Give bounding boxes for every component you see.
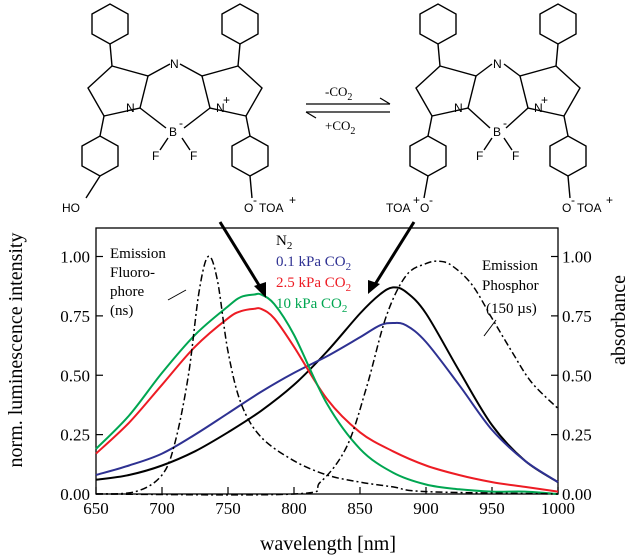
mol-left-phenyl-bottom-left (81, 135, 119, 177)
legend-item-co2-2-5: 2.5 kPa CO2 (276, 275, 351, 294)
annotation-phosphor-leader (483, 319, 497, 337)
y-tick-label: 0.75 (60, 307, 90, 326)
x-tick-label: 850 (347, 499, 373, 518)
series-lines (95, 255, 559, 496)
mol-right-atom-tr-toa: TOA (577, 201, 601, 215)
y-tick-label: 0.00 (60, 485, 90, 504)
y-tick-label: 0.25 (60, 426, 90, 445)
mol-right-atom-boron-minus: - (503, 116, 507, 130)
mol-left-phenyl-top-right (221, 3, 259, 45)
mol-left-atom-toa-plus: + (289, 193, 296, 207)
annotation-fluoro-line-3: phore (110, 284, 144, 300)
mol-right-atom-tl-plus: + (413, 193, 420, 207)
mol-right-phenyl-top-left (419, 3, 457, 45)
x-tick-label: 800 (281, 499, 307, 518)
annotation-fluoro-leader (167, 289, 187, 301)
mol-left-atom-n-bridge: N (170, 57, 179, 71)
y-right-tick-label: 0.50 (562, 366, 592, 385)
mol-right-atom-f1: F (476, 149, 483, 163)
legend-item-co2-10: 10 kPa CO2 (276, 296, 347, 315)
y-right-tick-label: 0.00 (562, 485, 592, 504)
series-line-0 (95, 286, 559, 483)
annotation-fluoro-line-1: Emission (110, 246, 166, 262)
y-tick-label: 1.00 (60, 248, 90, 267)
mol-right-atom-boron: B (493, 125, 501, 139)
annotation-fluoro-line-4: (ns) (110, 303, 133, 319)
series-line-5 (95, 260, 559, 496)
series-line-1 (95, 321, 559, 483)
mol-right-atom-tr-minus: - (571, 193, 575, 207)
x-axis-label: wavelength [nm] (260, 533, 396, 555)
mol-right-atom-f2: F (512, 149, 519, 163)
arrow-to-phosphor (372, 221, 416, 287)
legend: N2 0.1 kPa CO2 2.5 kPa CO2 10 kPa CO2 (276, 233, 351, 315)
mol-right-phenyl-bottom-left (409, 135, 447, 177)
y-right-tick-label: 1.00 (562, 248, 592, 267)
mol-left-atom-n-plus: + (223, 93, 230, 107)
mol-left-atom-o: O (244, 201, 253, 215)
annotation-phosphor-line-2: Phosphor (482, 278, 539, 294)
mol-right-atom-n-left: N (454, 101, 463, 115)
y-right-tick-label: 0.75 (562, 307, 592, 326)
mol-right-pyrrole-right (519, 65, 581, 117)
series-line-4 (95, 255, 559, 495)
mol-left-atom-n-left: N (126, 101, 135, 115)
y-right-tick-label: 0.25 (562, 426, 592, 445)
mol-right-phenyl-top-right (539, 3, 577, 45)
mol-left-pyrrole-right (201, 65, 263, 117)
mol-left-pyrrole-left (87, 65, 149, 117)
mol-right-atom-tr-plus: + (606, 193, 613, 207)
mol-right-atom-tl-minus: - (429, 193, 433, 207)
mol-left-atom-ho: HO (62, 201, 80, 215)
legend-item-n2: N2 (276, 233, 292, 252)
mol-right-atom-tl-o: O (420, 201, 429, 215)
y-axis-ticks: 0.00 0.25 0.50 0.75 1.00 (60, 248, 103, 504)
mol-right-atom-tr-o: O (562, 201, 571, 215)
mol-left-atom-boron: B (169, 125, 177, 139)
reaction-forward-label: -CO2 (325, 84, 352, 103)
x-tick-label: 700 (149, 499, 175, 518)
reaction-reverse-label: +CO2 (325, 118, 355, 137)
x-tick-label: 900 (413, 499, 439, 518)
x-tick-label: 650 (83, 499, 109, 518)
mol-left-phenyl-top-left (91, 3, 129, 45)
mol-right-phenyl-bottom-right (549, 135, 587, 177)
annotation-phosphor-line-3: (150 µs) (486, 301, 537, 317)
mol-left-atom-n-right: N (216, 101, 225, 115)
mol-left-atom-toa: TOA (259, 201, 283, 215)
mol-left-atom-f2: F (190, 149, 197, 163)
mol-left-atom-o-minus: - (253, 193, 257, 207)
arrow-to-fluorophore (218, 221, 264, 291)
mol-right-atom-tl-toa: TOA (386, 201, 410, 215)
x-tick-label: 950 (479, 499, 505, 518)
mol-left-phenyl-bottom-right (231, 135, 269, 177)
mol-right-atom-n-plus: + (541, 93, 548, 107)
annotation-fluoro-line-2: Fluoro- (110, 265, 155, 281)
molecule-left: N N N + B - F F HO O - TOA + (62, 3, 296, 215)
mol-right-pyrrole-left (415, 65, 477, 117)
plot-frame (95, 227, 559, 495)
y-tick-label: 0.50 (60, 366, 90, 385)
mol-left-atom-f1: F (152, 149, 159, 163)
mol-right-atom-n-bridge: N (493, 57, 502, 71)
legend-item-co2-0-1: 0.1 kPa CO2 (276, 254, 351, 273)
x-tick-label: 750 (215, 499, 241, 518)
y-axis-right-ticks: 0.00 0.25 0.50 0.75 1.00 (551, 248, 592, 504)
annotation-phosphor-line-1: Emission (482, 258, 538, 274)
annotation-fluorophore: Emission Fluoro- phore (ns) (110, 246, 187, 319)
y-axis-right-label: absorbance (608, 275, 630, 365)
mol-left-atom-boron-minus: - (179, 116, 183, 130)
molecule-right: N N N + B - F F TOA + O - O - TOA + (386, 3, 613, 215)
x-axis-ticks: 650 700 750 800 850 900 950 1000 (83, 487, 575, 518)
pointer-arrows (218, 221, 416, 298)
equilibrium-arrows: -CO2 +CO2 (305, 84, 391, 137)
mol-right-atom-n-right: N (534, 101, 543, 115)
y-axis-label: norm. luminescence intensity (5, 233, 27, 468)
x-tick-label: 1000 (541, 499, 575, 518)
annotation-phosphor: Emission Phosphor (150 µs) (482, 258, 539, 337)
